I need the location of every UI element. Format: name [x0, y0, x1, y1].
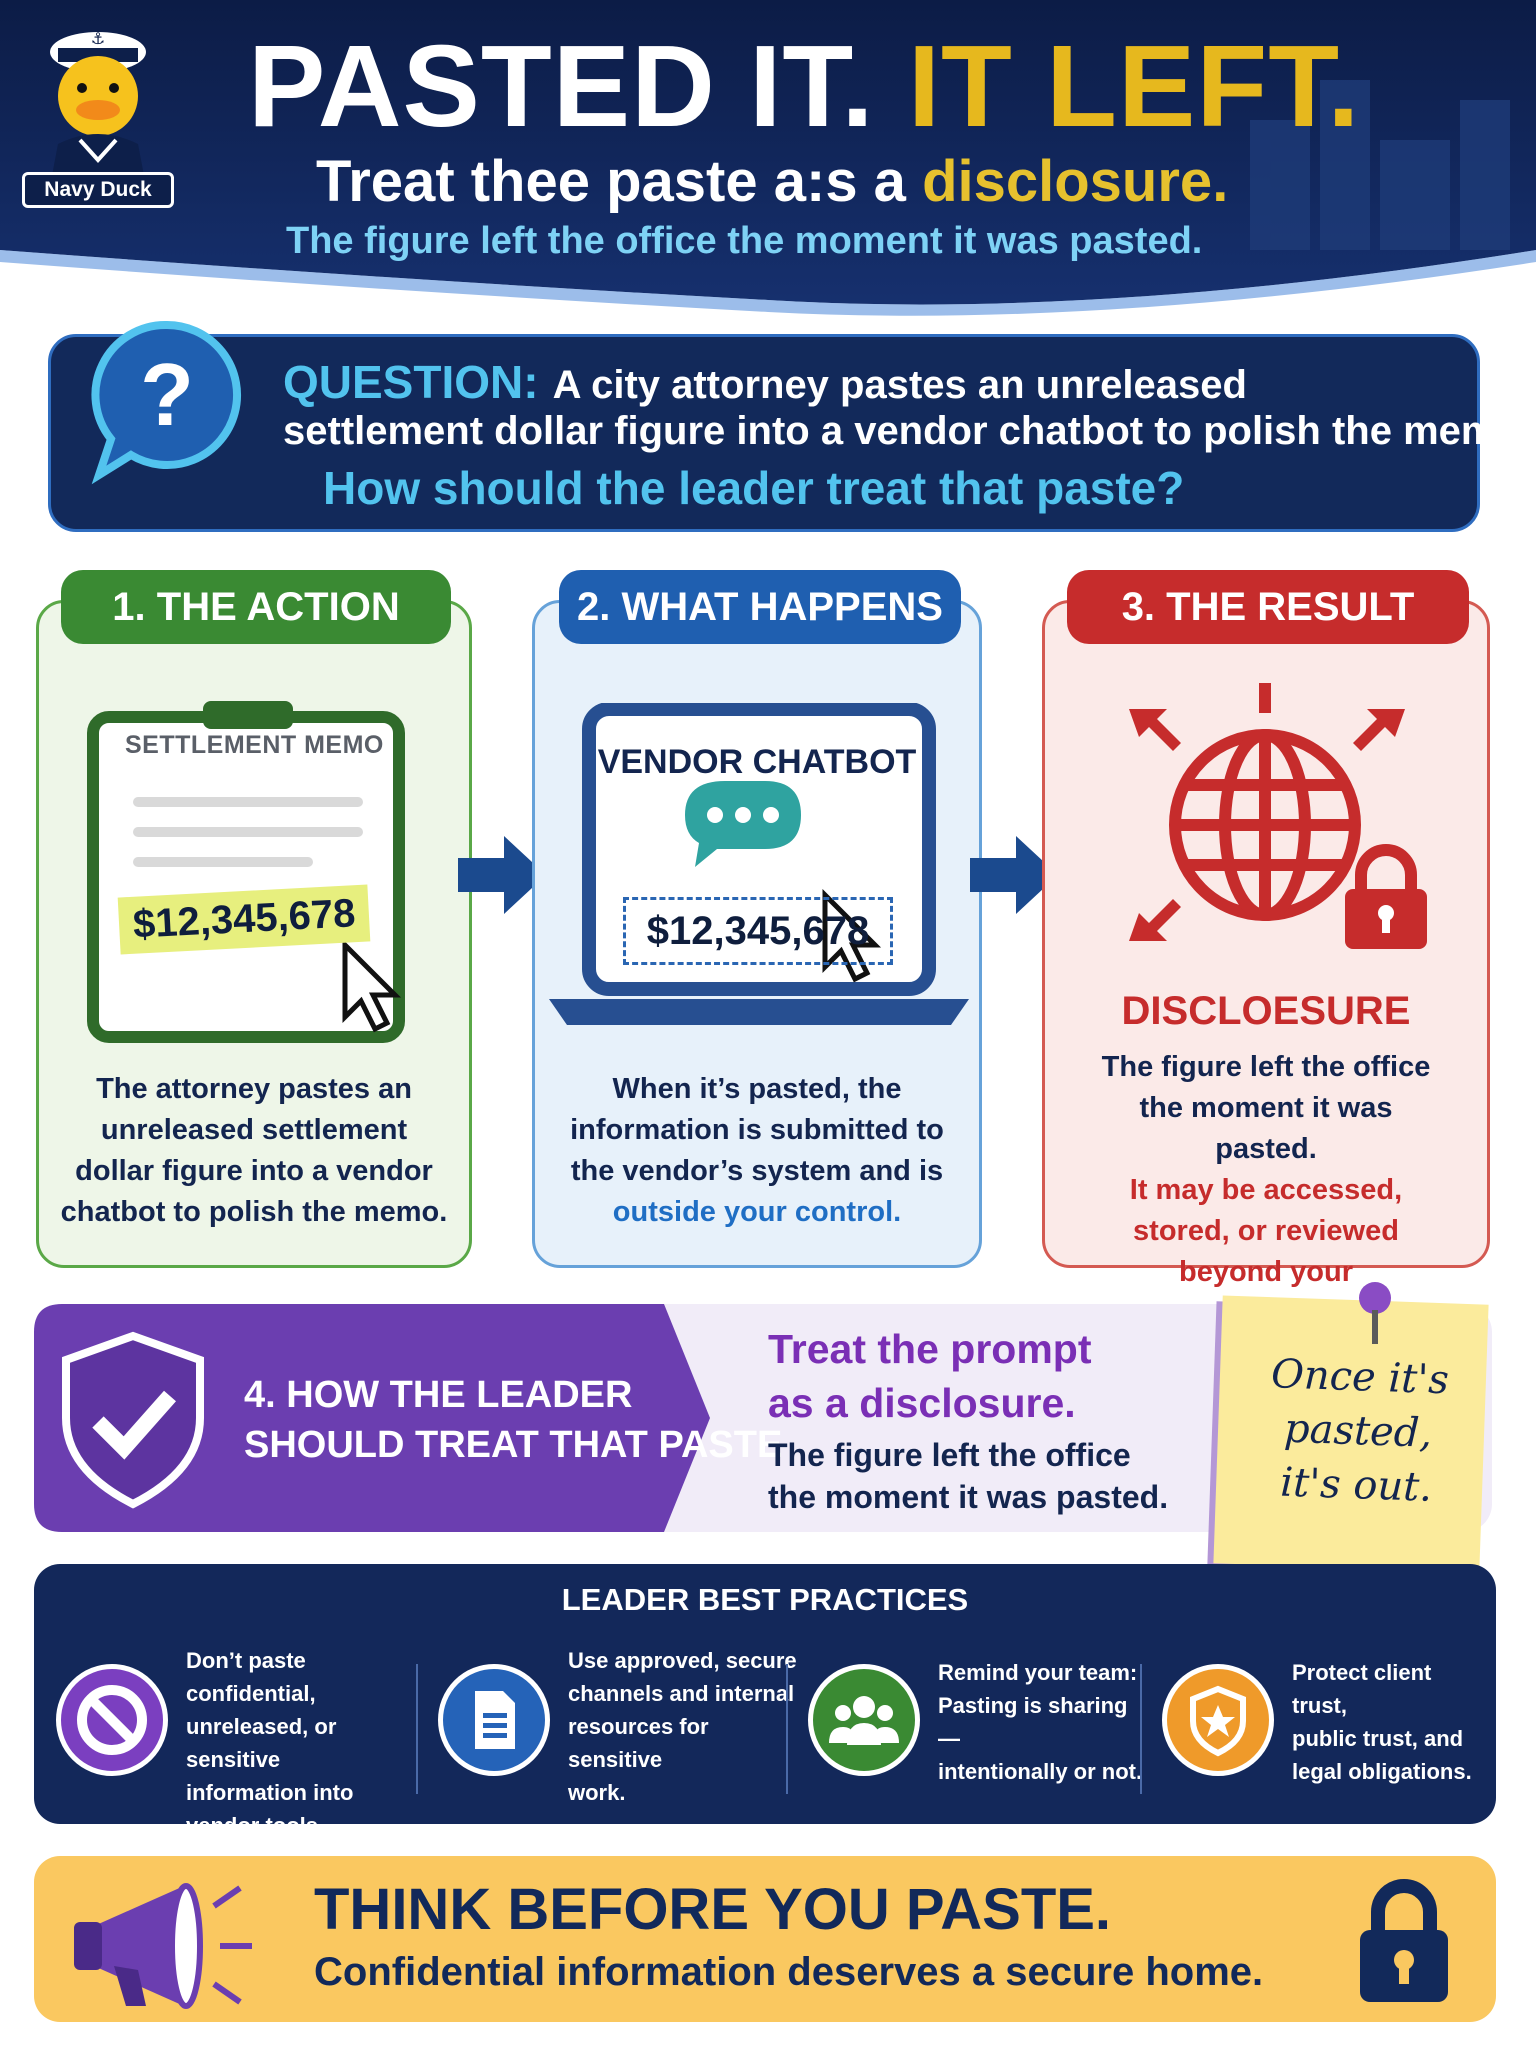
question-line-1: QUESTION: A city attorney pastes an unrel…: [283, 355, 1247, 409]
practice-item: Remind your team: Pasting is sharing— in…: [808, 1644, 1148, 1804]
step-pill-what-happens: 2. WHAT HAPPENS: [559, 570, 961, 644]
step-text-action: The attorney pastes an unreleased settle…: [60, 1073, 448, 1228]
leader-guidance-row: 4. HOW THE LEADER SHOULD TREAT THAT PAST…: [34, 1304, 1492, 1532]
banner-title: THINK BEFORE YOU PASTE.: [314, 1877, 1112, 1942]
step-pill-action: 1. THE ACTION: [61, 570, 451, 644]
practice-item: Don’t paste confidential, unreleased, or…: [56, 1644, 426, 1838]
leader-title: 4. HOW THE LEADER SHOULD TREAT THAT PAST…: [244, 1374, 783, 1466]
divider: [1140, 1664, 1142, 1794]
step-text-result: The figure left the office the moment it…: [1045, 1047, 1487, 1334]
question-panel: ? QUESTION: A city attorney pastes an unr…: [48, 320, 1532, 532]
practice-text: Don’t paste confidential, unreleased, or…: [186, 1648, 354, 1838]
mascot-label: Navy Duck: [22, 172, 174, 208]
laptop-icon: [549, 703, 969, 1025]
step-card-result: 3. THE RESULT DISCLOESURE The figure lef…: [1042, 570, 1490, 1329]
step-card-action: 1. THE ACTION SETTLEMENT MEMO $12,345,67…: [36, 570, 472, 1268]
chatbot-screen-title: VENDOR CHATBOT: [597, 743, 917, 781]
page-title: PASTED IT. IT LEFT.: [248, 22, 1360, 150]
team-icon: [808, 1664, 920, 1776]
what-happens-highlight: outside your control.: [612, 1196, 902, 1228]
no-entry-icon: [56, 1664, 168, 1776]
globe-icon: [1129, 683, 1405, 941]
shield-icon: [1162, 1664, 1274, 1776]
padlock-icon: [1345, 844, 1427, 949]
page-subtitle: Treat thee paste a:s a disclosure.: [316, 148, 1228, 215]
practice-text: Use approved, secure channels and intern…: [568, 1648, 797, 1805]
question-text-1: A city attorney pastes an unreleased: [552, 363, 1247, 407]
best-practices-panel: LEADER BEST PRACTICES Don’t paste confid…: [34, 1564, 1496, 1838]
divider: [786, 1664, 788, 1794]
bottom-banner: THINK BEFORE YOU PASTE. Confidential inf…: [34, 1856, 1496, 2022]
sticky-note-text: Once it's pasted, it's out.: [1270, 1351, 1450, 1511]
best-practices-title: LEADER BEST PRACTICES: [561, 1582, 969, 1617]
what-happens-text: When it’s pasted, the information is sub…: [570, 1073, 944, 1187]
practice-item: Protect client trust, public trust, and …: [1162, 1644, 1482, 1804]
arrow-right-icon: [970, 836, 1058, 914]
step-pill-result: 3. THE RESULT: [1067, 570, 1469, 644]
shield-check-icon: [62, 1331, 204, 1509]
question-line-2: settlement dollar figure into a vendor c…: [283, 409, 1533, 453]
arrow-right-icon: [458, 836, 546, 914]
step-text-what-happens: When it’s pasted, the information is sub…: [535, 1069, 979, 1233]
subtitle-gold-part: disclosure.: [922, 149, 1229, 214]
padlock-icon: [1360, 1879, 1448, 2002]
question-label: QUESTION:: [283, 356, 539, 408]
result-title: DISCLOESURE: [1121, 989, 1411, 1033]
practice-text: Protect client trust, public trust, and …: [1292, 1660, 1472, 1784]
step-card-what-happens: 2. WHAT HAPPENS VENDOR CHATBOT $12,345,6…: [532, 570, 982, 1268]
chatbot-dollar-figure: $12,345,678: [623, 897, 893, 965]
svg-text:⚓: ⚓: [91, 31, 105, 48]
header-background: [0, 0, 1536, 316]
document-icon: [438, 1664, 550, 1776]
divider: [416, 1664, 418, 1794]
megaphone-icon: [74, 1883, 252, 2009]
question-bubble-icon: ?: [91, 320, 242, 485]
pushpin-icon: [1359, 1282, 1391, 1344]
title-white-part: PASTED IT.: [248, 21, 875, 151]
page-tagline: The figure left the office the moment it…: [286, 220, 1203, 262]
subtitle-white-part: Treat thee paste a:s a: [316, 149, 906, 214]
practice-item: Use approved, secure channels and intern…: [438, 1644, 798, 1805]
banner-subtitle: Confidential information deserves a secu…: [314, 1950, 1264, 1994]
practice-text: Remind your team: Pasting is sharing— in…: [938, 1660, 1143, 1784]
leader-heading: Treat the prompt as a disclosure.: [768, 1326, 1092, 1426]
question-line-3: How should the leader treat that paste?: [323, 462, 1185, 514]
leader-subtext: The figure left the office the moment it…: [768, 1437, 1169, 1515]
header-banner: ⚓ Navy Duck PASTED IT. IT LEFT. Treat th…: [0, 0, 1536, 320]
memo-title: SETTLEMENT MEMO: [125, 731, 384, 759]
svg-text:?: ?: [140, 345, 194, 444]
result-text: The figure left the office the moment it…: [1101, 1051, 1431, 1165]
title-gold-part: IT LEFT.: [907, 21, 1361, 151]
clipboard-icon: [87, 701, 405, 1043]
